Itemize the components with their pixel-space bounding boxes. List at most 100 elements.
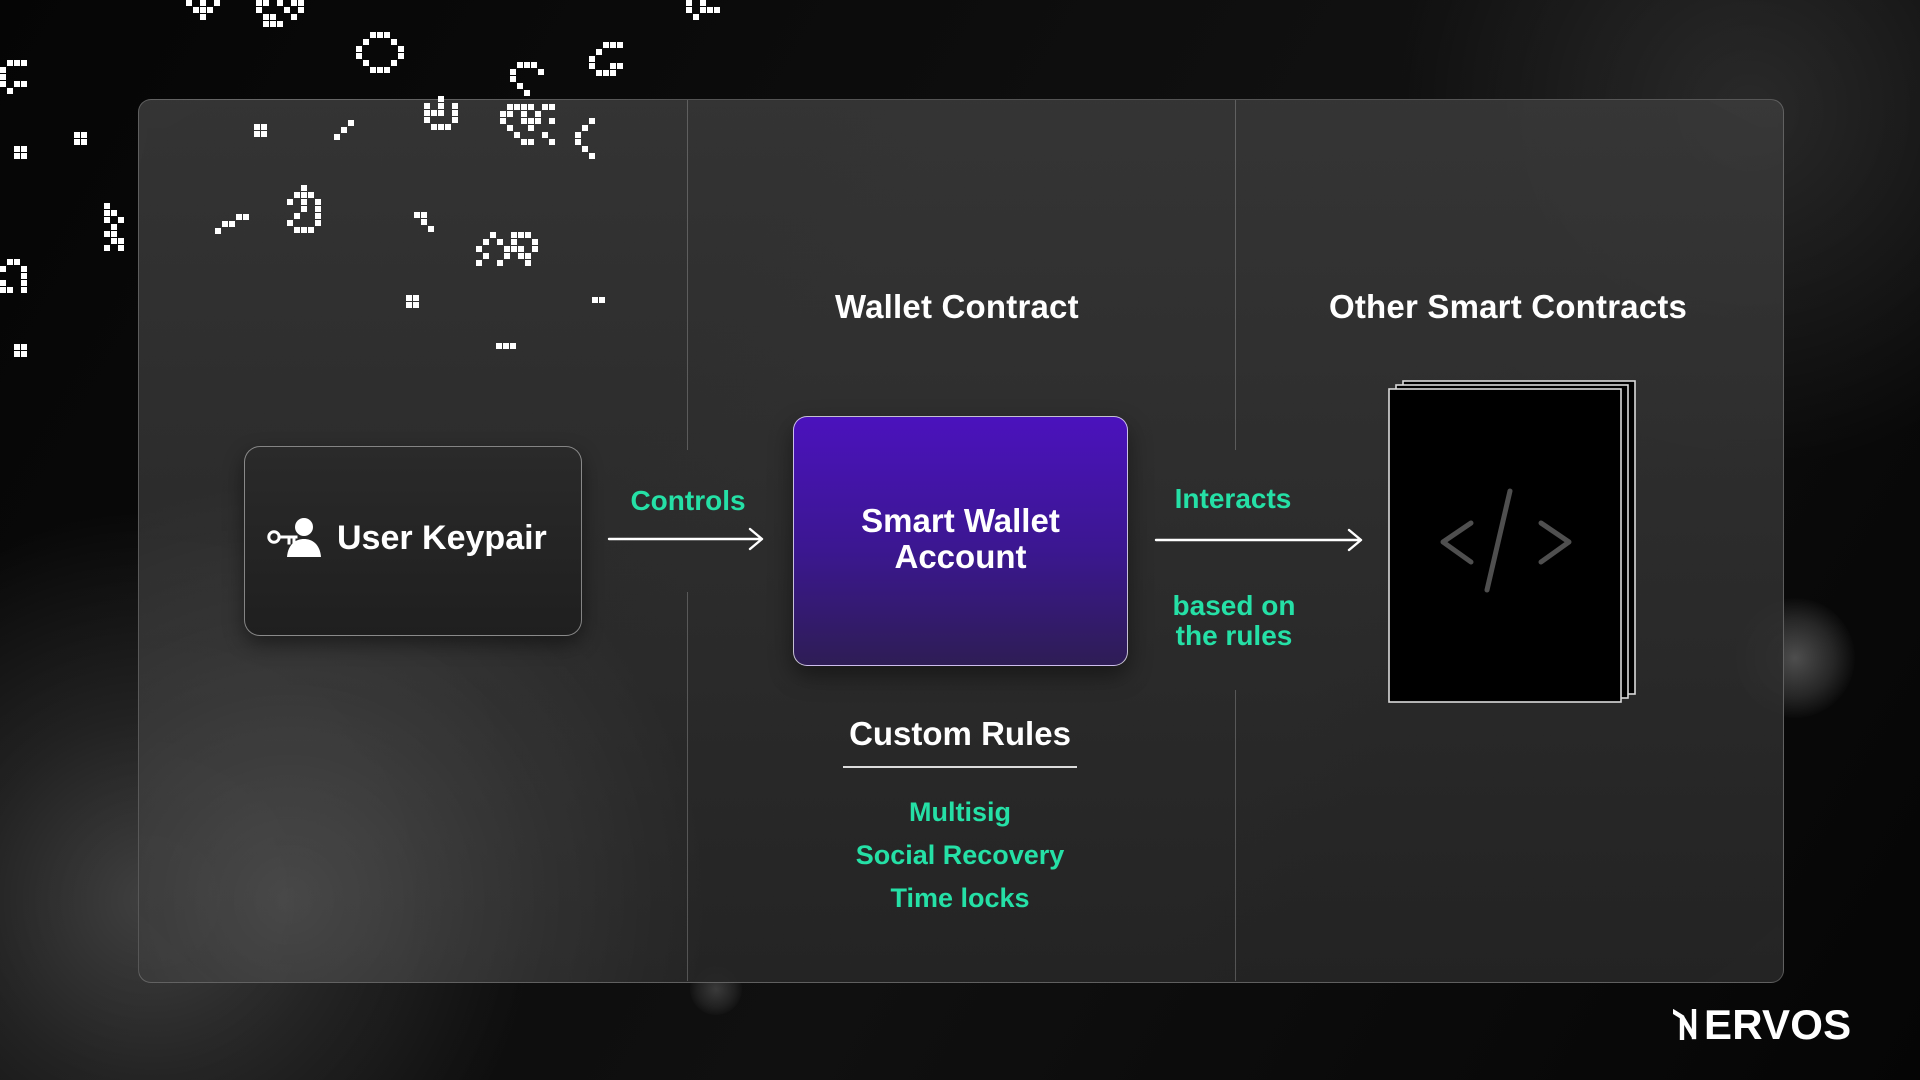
pixel-dot — [200, 7, 206, 13]
pixel-dot — [7, 259, 13, 265]
rule-item-multisig: Multisig — [909, 797, 1011, 827]
custom-rules-underline — [843, 766, 1077, 768]
pixel-dot — [700, 0, 706, 6]
pixel-dot — [503, 343, 509, 349]
pixel-dot — [617, 42, 623, 48]
pixel-dot — [370, 32, 376, 38]
pixel-dot — [507, 104, 513, 110]
pixel-dot — [542, 104, 548, 110]
pixel-dot — [254, 131, 260, 137]
pixel-dot — [518, 253, 524, 259]
pixel-dot — [483, 253, 489, 259]
pixel-dot — [200, 14, 206, 20]
pixel-dot — [452, 110, 458, 116]
pixel-dot — [549, 118, 555, 124]
pixel-dot — [341, 127, 347, 133]
pixel-dot — [521, 104, 527, 110]
pixel-dot — [0, 74, 6, 80]
pixel-dot — [406, 295, 412, 301]
pixel-dot — [438, 96, 444, 102]
pixel-dot — [438, 103, 444, 109]
pixel-dot — [7, 287, 13, 293]
pixel-dot — [431, 110, 437, 116]
pixel-dot — [21, 146, 27, 152]
pixel-dot — [514, 104, 520, 110]
pixel-dot — [510, 69, 516, 75]
pixel-dot — [236, 214, 242, 220]
pixel-dot — [507, 125, 513, 131]
pixel-dot — [377, 67, 383, 73]
based-on-rules-label: based on the rules — [1172, 590, 1296, 651]
nervos-logo-n-mark — [1673, 1009, 1697, 1040]
pixel-dot — [111, 224, 117, 230]
pixel-dot — [518, 246, 524, 252]
pixel-dot — [254, 124, 260, 130]
pixel-dot — [511, 239, 517, 245]
nervos-logo-text: ERVOS — [1704, 1001, 1852, 1048]
pixel-dot — [528, 118, 534, 124]
pixel-dot — [391, 60, 397, 66]
interacts-label: Interacts — [1174, 483, 1292, 514]
pixel-dot — [0, 287, 6, 293]
pixel-dot — [398, 46, 404, 52]
pixel-dot — [14, 60, 20, 66]
pixel-dot — [298, 0, 304, 6]
pixel-dot — [104, 245, 110, 251]
pixel-dot — [104, 210, 110, 216]
pixel-dot — [525, 253, 531, 259]
pixel-dot — [207, 7, 213, 13]
pixel-dot — [476, 260, 482, 266]
pixel-dot — [406, 302, 412, 308]
pixel-dot — [490, 232, 496, 238]
pixel-dot — [542, 132, 548, 138]
pixel-dot — [377, 32, 383, 38]
pixel-dot — [700, 7, 706, 13]
pixel-dot — [531, 62, 537, 68]
pixel-dot — [263, 14, 269, 20]
pixel-dot — [521, 118, 527, 124]
pixel-dot — [81, 132, 87, 138]
pixel-dot — [7, 60, 13, 66]
pixel-dot — [507, 111, 513, 117]
pixel-dot — [356, 53, 362, 59]
pixel-dot — [511, 232, 517, 238]
pixel-dot — [104, 203, 110, 209]
column-divider-left-bottom — [687, 592, 688, 981]
pixel-dot — [500, 111, 506, 117]
pixel-dot — [428, 226, 434, 232]
pixel-dot — [528, 125, 534, 131]
pixel-dot — [510, 76, 516, 82]
pixel-dot — [291, 0, 297, 6]
pixel-dot — [476, 246, 482, 252]
pixel-dot — [582, 146, 588, 152]
pixel-dot — [315, 220, 321, 226]
pixel-dot — [14, 344, 20, 350]
pixel-dot — [74, 139, 80, 145]
pixel-dot — [229, 221, 235, 227]
pixel-dot — [287, 199, 293, 205]
pixel-dot — [599, 297, 605, 303]
user-key-icon — [267, 518, 321, 557]
pixel-dot — [301, 192, 307, 198]
pixel-dot — [414, 212, 420, 218]
pixel-dot — [535, 111, 541, 117]
pixel-dot — [589, 118, 595, 124]
pixel-dot — [714, 7, 720, 13]
pixel-dot — [398, 53, 404, 59]
rule-item-time-locks: Time locks — [890, 883, 1030, 913]
wallet-contract-title: Wallet Contract — [835, 288, 1079, 325]
pixel-dot — [193, 7, 199, 13]
pixel-dot — [575, 132, 581, 138]
pixel-dot — [21, 60, 27, 66]
pixel-dot — [384, 67, 390, 73]
pixel-dot — [363, 60, 369, 66]
pixel-dot — [270, 14, 276, 20]
pixel-dot — [315, 206, 321, 212]
pixel-dot — [104, 231, 110, 237]
pixel-dot — [118, 245, 124, 251]
column-divider-right-bottom — [1235, 690, 1236, 981]
pixel-dot — [0, 280, 6, 286]
pixel-dot — [391, 39, 397, 45]
pixel-dot — [421, 219, 427, 225]
pixel-dot — [603, 70, 609, 76]
